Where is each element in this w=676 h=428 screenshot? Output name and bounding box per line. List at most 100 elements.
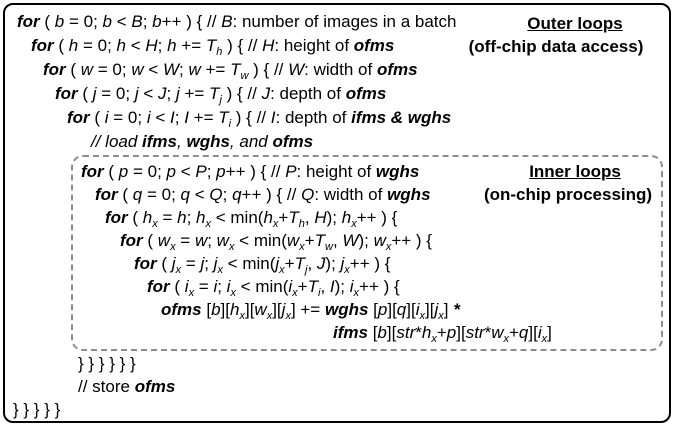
code-comment: : depth of xyxy=(275,108,352,127)
code-line-2: for ( h = 0; h < H; h += Th ) { // H: he… xyxy=(31,36,394,58)
code-subscript: x xyxy=(292,287,298,299)
code-var: w xyxy=(80,60,94,79)
code-var: T xyxy=(307,277,318,296)
code-var: i xyxy=(226,277,231,296)
code-subscript: h xyxy=(298,218,305,230)
code-var: h xyxy=(167,36,177,55)
code-var: P xyxy=(195,162,207,181)
code-text: ); xyxy=(358,231,374,250)
code-text: ); xyxy=(334,277,350,296)
code-text: , xyxy=(307,254,317,273)
code-var: q xyxy=(518,323,529,342)
code-text: ; xyxy=(217,277,227,296)
code-text: ( xyxy=(53,36,69,55)
code-text: ][ xyxy=(386,323,397,342)
code-text: += xyxy=(200,60,231,79)
code-text: < min( xyxy=(235,277,289,296)
code-var: w xyxy=(286,231,300,250)
code-text: = 0; xyxy=(93,60,132,79)
code-text: ++ ) { xyxy=(356,208,398,227)
code-text: < xyxy=(138,84,158,103)
code-var: b xyxy=(54,12,65,31)
code-text: + xyxy=(508,323,519,342)
code-var: I xyxy=(329,277,335,296)
code-var: B xyxy=(221,12,233,31)
code-line-13: ofms [b][hx][wx][jx] += wghs [p][q][ix][… xyxy=(161,300,460,322)
code-line-11: for ( jx = j; jx < min(jx+Tj, J); jx++ )… xyxy=(134,254,390,276)
code-line-17: } } } } } xyxy=(13,400,61,419)
code-var: T xyxy=(209,84,220,103)
code-text: ) { // xyxy=(248,60,289,79)
code-term: ofms xyxy=(134,377,176,396)
code-var: W xyxy=(342,231,359,250)
inner-loops-label: Inner loops xyxy=(500,162,650,182)
code-text: += xyxy=(188,108,219,127)
keyword-for: for xyxy=(43,60,66,79)
keyword-for: for xyxy=(55,84,78,103)
code-var: Q xyxy=(209,185,223,204)
code-var: i xyxy=(146,108,151,127)
code-subscript: x xyxy=(353,287,360,299)
code-text: ][ xyxy=(406,300,416,319)
code-text: ][ xyxy=(387,300,397,319)
code-var: p xyxy=(377,300,388,319)
code-line-3: for ( w = 0; w < W; w += Tw ) { // W: wi… xyxy=(43,60,418,82)
code-text: = xyxy=(181,254,201,273)
code-var: T xyxy=(230,60,241,79)
code-text: ( xyxy=(39,12,55,31)
code-var: b xyxy=(102,12,112,31)
code-subscript: x xyxy=(419,310,426,322)
outer-loops-label: Outer loops xyxy=(500,14,650,34)
code-term: ofms xyxy=(376,60,418,79)
code-text: ][ xyxy=(272,300,282,319)
code-text: + xyxy=(436,323,447,342)
code-var: T xyxy=(294,254,305,273)
code-subscript: x xyxy=(431,333,437,345)
code-var: h xyxy=(230,300,240,319)
outer-loops-subtitle: (off-chip data access) xyxy=(468,37,644,56)
code-text: * xyxy=(415,323,422,342)
code-text: ( xyxy=(127,208,143,227)
code-subscript: x xyxy=(351,218,357,230)
code-text: ( xyxy=(77,84,93,103)
code-var: p xyxy=(216,162,226,181)
code-var: w xyxy=(194,231,208,250)
code-subscript: h xyxy=(216,46,223,58)
code-var: j xyxy=(340,254,345,273)
code-text: < xyxy=(176,162,196,181)
code-text: ++ ) { // xyxy=(241,185,302,204)
code-subscript: x xyxy=(239,310,245,322)
code-subscript: i xyxy=(228,118,232,130)
keyword-for: for xyxy=(81,162,104,181)
code-text: ++ ) { // xyxy=(161,12,222,31)
code-subscript: x xyxy=(175,264,182,276)
code-term: ifms & wghs xyxy=(351,108,452,127)
code-comment: : depth of xyxy=(270,84,346,103)
code-comment: , xyxy=(177,132,187,151)
code-text: < xyxy=(190,185,210,204)
code-text: [ xyxy=(367,323,378,342)
code-term: ofms xyxy=(161,300,202,319)
code-var: T xyxy=(288,208,299,227)
code-var: T xyxy=(205,36,217,55)
code-text: + xyxy=(278,208,289,227)
code-var: j xyxy=(175,84,180,103)
code-var: h xyxy=(263,208,273,227)
code-line-4: for ( j = 0; j < J; j += Tj ) { // J: de… xyxy=(55,84,387,106)
code-text: ++ ) { // xyxy=(225,162,286,181)
keyword-for: for xyxy=(67,108,90,127)
code-text: ; xyxy=(179,60,189,79)
code-text: ); xyxy=(325,254,341,273)
code-term: ofms xyxy=(345,84,387,103)
code-comment: : height of xyxy=(296,162,376,181)
code-text: ][ xyxy=(425,300,435,319)
code-var: i xyxy=(184,277,189,296)
inner-loops-box xyxy=(71,155,663,351)
code-var: q xyxy=(396,300,407,319)
code-line-8: for ( q = 0; q < Q; q++ ) { // Q: width … xyxy=(95,185,431,205)
code-var: i xyxy=(349,277,354,296)
code-var: h xyxy=(142,208,153,227)
code-var: T xyxy=(314,231,325,250)
code-text: < xyxy=(112,12,132,31)
code-text: ( xyxy=(142,231,158,250)
